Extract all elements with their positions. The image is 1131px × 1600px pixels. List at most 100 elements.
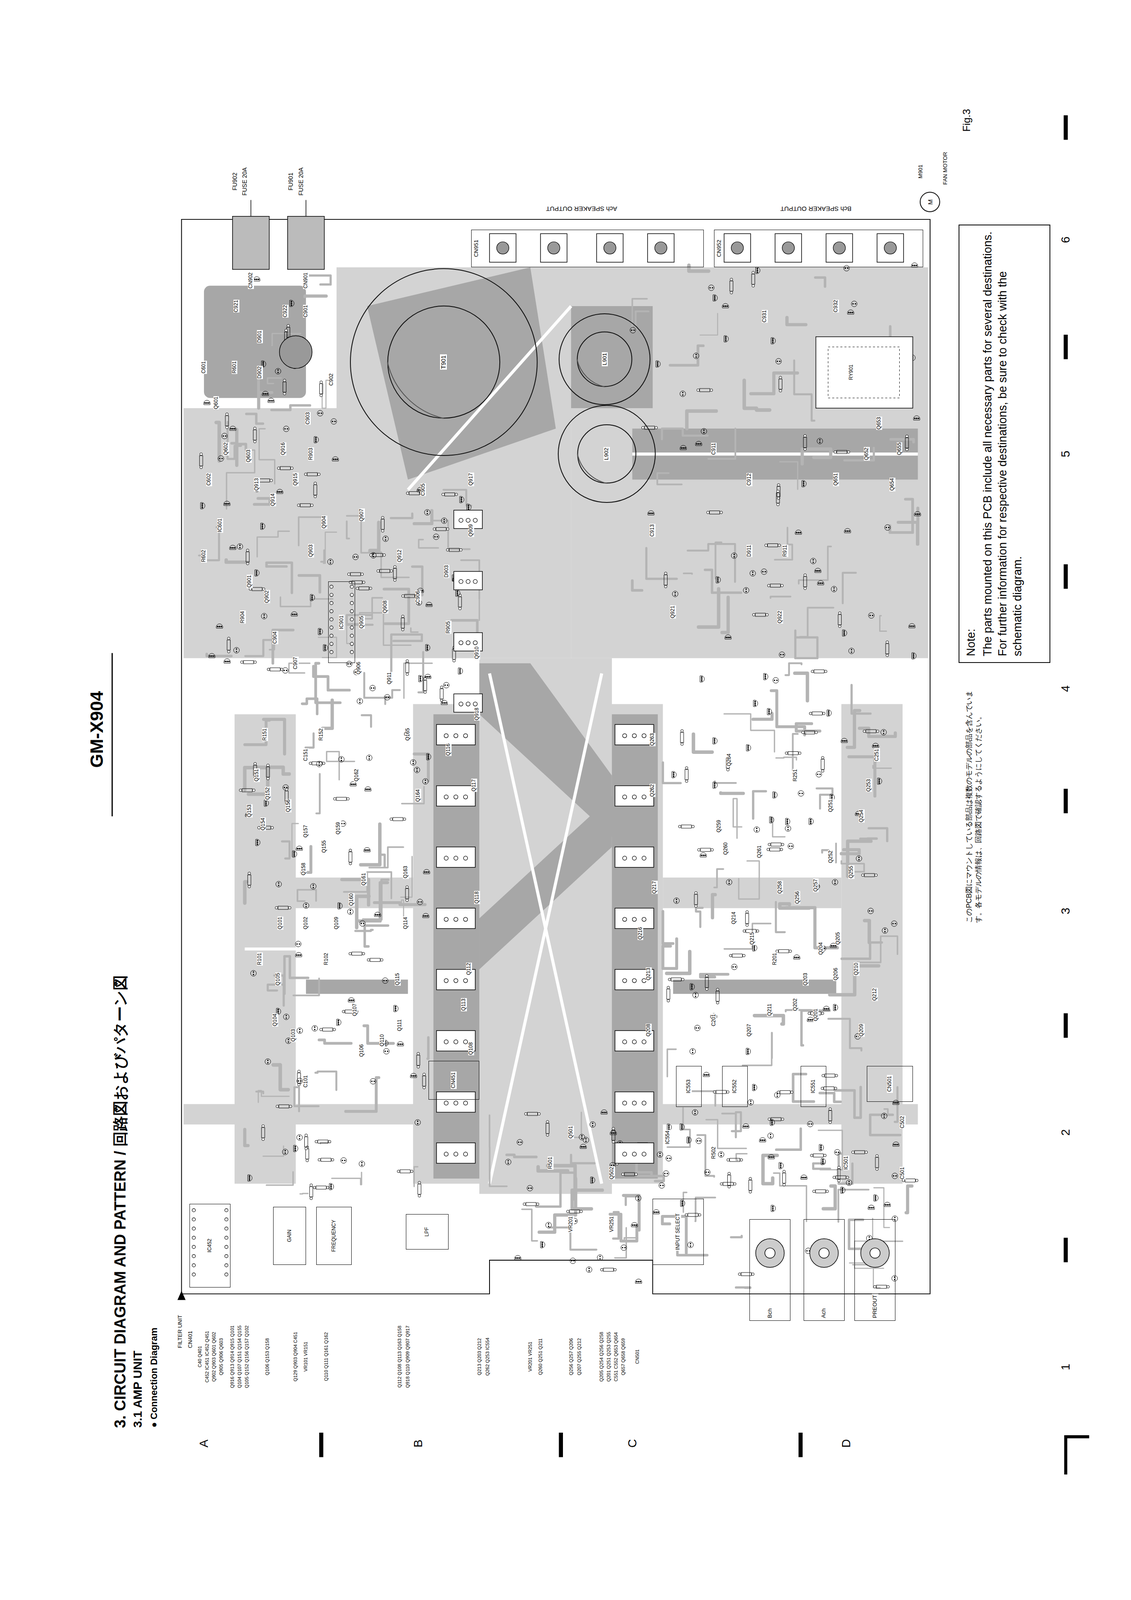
transistor-outline: [746, 744, 751, 751]
copper-track: [266, 1171, 294, 1185]
component-footprint: [245, 548, 250, 565]
solder-pad: [833, 450, 837, 454]
solder-pad: [247, 871, 251, 875]
solder-pad: [360, 922, 362, 925]
solder-pad: [253, 426, 257, 430]
resistor-outline: [372, 553, 383, 557]
solder-pad: [368, 788, 371, 790]
component-footprint: [767, 1154, 775, 1159]
resistor-outline: [322, 1027, 333, 1032]
solder-pad: [743, 929, 746, 933]
transistor-outline: [652, 1209, 660, 1214]
capacitor-outline: [338, 756, 344, 762]
solder-pad: [777, 1090, 780, 1094]
capacitor-outline: [297, 1077, 303, 1084]
component-footprint: [748, 1177, 753, 1193]
solder-pad: [778, 543, 781, 547]
capacitor-outline: [382, 535, 389, 542]
component-footprint: [327, 558, 333, 565]
component-footprint: [455, 589, 461, 597]
resistor-outline: [311, 761, 323, 765]
resistor-outline: [241, 788, 253, 792]
solder-pad: [848, 530, 851, 532]
resistor-outline: [722, 1182, 734, 1186]
solder-pad: [348, 999, 351, 1001]
component-footprint: [410, 759, 416, 765]
transistor-outline: [260, 522, 266, 530]
copper-track: [418, 651, 423, 692]
solder-pad: [684, 447, 686, 449]
resistor-outline: [225, 415, 229, 426]
solder-pad: [311, 594, 313, 597]
solder-pad: [314, 437, 317, 439]
solder-pad: [601, 1111, 604, 1114]
component-footprint: [891, 920, 897, 927]
solder-pad: [835, 1151, 837, 1153]
solder-pad: [403, 817, 406, 821]
solder-pad: [873, 1285, 877, 1288]
solder-pad: [416, 770, 418, 772]
transistor-outline: [690, 983, 695, 990]
solder-pad: [331, 1158, 334, 1161]
copper-track: [305, 275, 331, 285]
capacitor-outline: [620, 1244, 627, 1251]
solder-pad: [314, 1028, 316, 1030]
solder-pad: [747, 746, 750, 749]
transistor-outline: [600, 1109, 608, 1114]
solder-pad: [366, 849, 368, 852]
transistor-outline: [844, 528, 851, 533]
solder-pad: [779, 1162, 782, 1165]
copper-track: [226, 559, 248, 563]
solder-pad: [912, 654, 915, 657]
solder-pad: [224, 435, 227, 437]
component-footprint: [314, 1139, 331, 1143]
solder-pad: [694, 992, 697, 994]
capacitor-outline: [297, 1027, 303, 1034]
solder-pad: [350, 783, 353, 785]
transistor-outline: [291, 611, 298, 616]
component-footprint: [355, 586, 372, 590]
component-footprint: [908, 623, 916, 628]
solder-pad: [885, 526, 887, 528]
resistor-outline: [905, 1178, 916, 1182]
resistor-outline: [458, 596, 462, 607]
transistor-outline: [364, 786, 371, 791]
copper-track: [714, 781, 736, 783]
capacitor-outline: [356, 698, 363, 704]
solder-pad: [722, 305, 725, 307]
copper-track: [267, 377, 282, 384]
solder-pad: [277, 369, 279, 371]
solder-pad: [841, 1190, 844, 1193]
transistor-outline: [842, 629, 847, 636]
component-footprint: [570, 1257, 576, 1264]
resistor-outline: [813, 1153, 824, 1158]
solder-pad: [226, 660, 228, 662]
component-footprint: [364, 786, 371, 791]
component-footprint: [764, 543, 781, 548]
copper-track: [847, 710, 860, 748]
solder-pad: [290, 466, 294, 470]
copper-track: [413, 1166, 418, 1187]
solder-pad: [694, 891, 698, 894]
solder-pad: [675, 898, 677, 900]
resistor-outline: [804, 730, 815, 735]
solder-pad: [266, 777, 270, 780]
component-footprint: [821, 1157, 826, 1165]
solder-pad: [687, 1140, 690, 1143]
solder-pad: [827, 714, 830, 716]
solder-pad: [334, 458, 337, 461]
solder-pad: [517, 1141, 519, 1143]
transistor-outline: [752, 944, 757, 951]
solder-pad: [740, 1158, 743, 1161]
copper-track: [859, 728, 896, 737]
component-footprint: [817, 580, 824, 585]
solder-pad: [799, 531, 802, 534]
transistor-outline: [808, 818, 814, 825]
solder-pad: [780, 584, 784, 587]
component-footprint: [304, 472, 321, 476]
solder-pad: [830, 796, 833, 799]
solder-pad: [293, 853, 295, 855]
solder-pad: [892, 1174, 895, 1177]
component-footprint: [664, 571, 668, 588]
component-footprint: [347, 572, 364, 576]
